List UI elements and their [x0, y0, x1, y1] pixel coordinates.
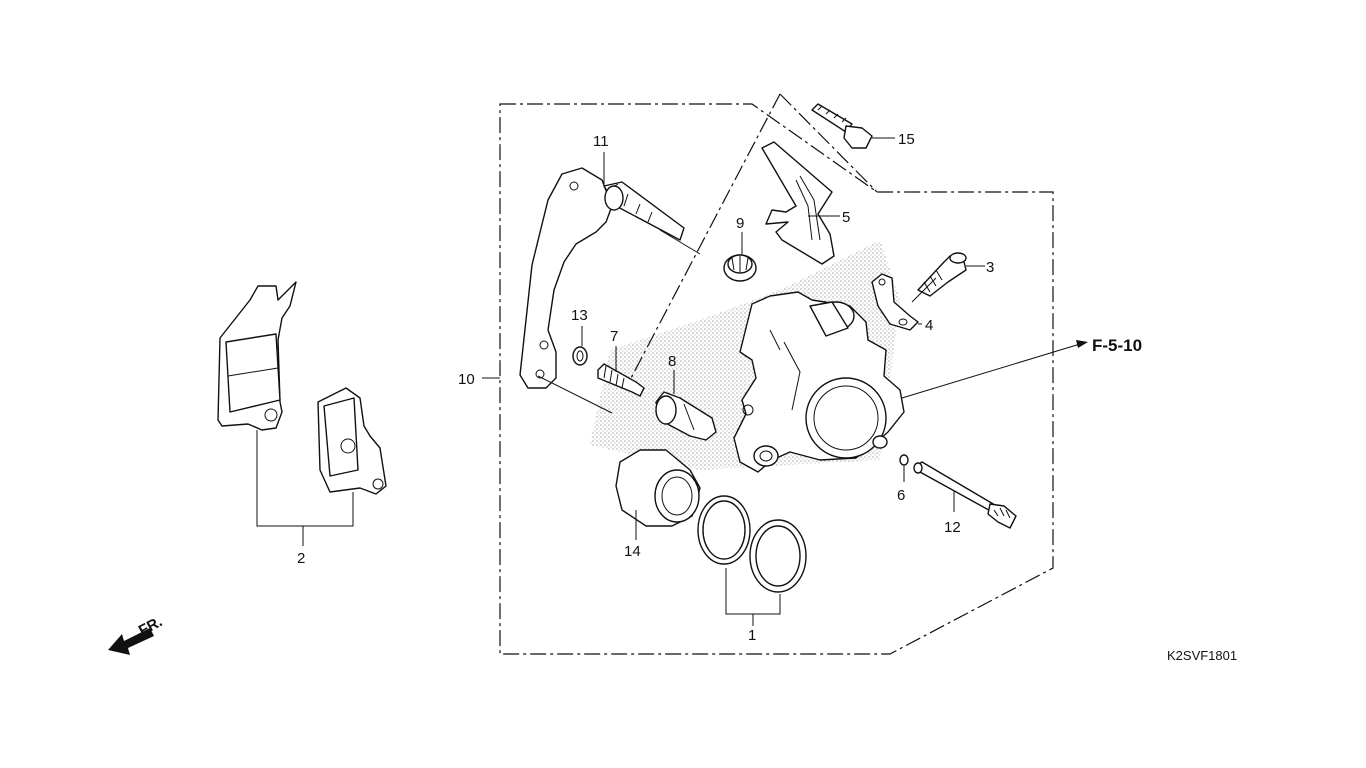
label-1: 1	[748, 627, 756, 644]
diagram-code: K2SVF1801	[1167, 648, 1237, 663]
label-10: 10	[458, 371, 475, 388]
arrow-front-icon: FR.	[108, 613, 165, 655]
label-4: 4	[925, 317, 933, 334]
brake-pad-left	[217, 281, 297, 431]
small-washer	[899, 454, 909, 466]
mounting-bolt	[811, 103, 873, 149]
label-14: 14	[624, 543, 641, 560]
label-2: 2	[297, 550, 305, 567]
label-8: 8	[668, 353, 676, 370]
caliper-pin	[913, 461, 1017, 529]
leader-reference	[901, 343, 1081, 399]
label-13: 13	[571, 307, 588, 324]
brake-pad-right	[317, 387, 387, 495]
caliper-body	[733, 291, 905, 473]
assembly-divider-2	[779, 93, 878, 193]
hose-guide	[871, 273, 919, 331]
dust-seal	[749, 519, 807, 593]
bleeder-cap	[723, 254, 757, 282]
washer	[572, 346, 588, 366]
piston	[615, 449, 701, 527]
leader-2	[256, 430, 354, 546]
label-6: 6	[897, 487, 905, 504]
label-9: 9	[736, 215, 744, 232]
label-12: 12	[944, 519, 961, 536]
label-3: 3	[986, 259, 994, 276]
label-5: 5	[842, 209, 850, 226]
caliper-bracket	[519, 167, 685, 389]
label-7: 7	[610, 328, 618, 345]
reference-label: F-5-10	[1092, 336, 1142, 355]
leader-bracket-link	[537, 375, 613, 414]
pin-boot	[655, 391, 717, 441]
assembly-outline	[499, 103, 1054, 655]
bleed-screw	[917, 252, 967, 297]
leader-pin-link	[659, 229, 701, 255]
piston-seal	[697, 495, 751, 565]
arrow-reference	[1076, 340, 1088, 348]
label-15: 15	[898, 131, 915, 148]
pad-spring	[761, 141, 835, 265]
leader-3b	[911, 277, 937, 303]
label-11: 11	[593, 133, 609, 150]
leader-1	[725, 568, 781, 626]
pin-bolt	[597, 363, 645, 397]
